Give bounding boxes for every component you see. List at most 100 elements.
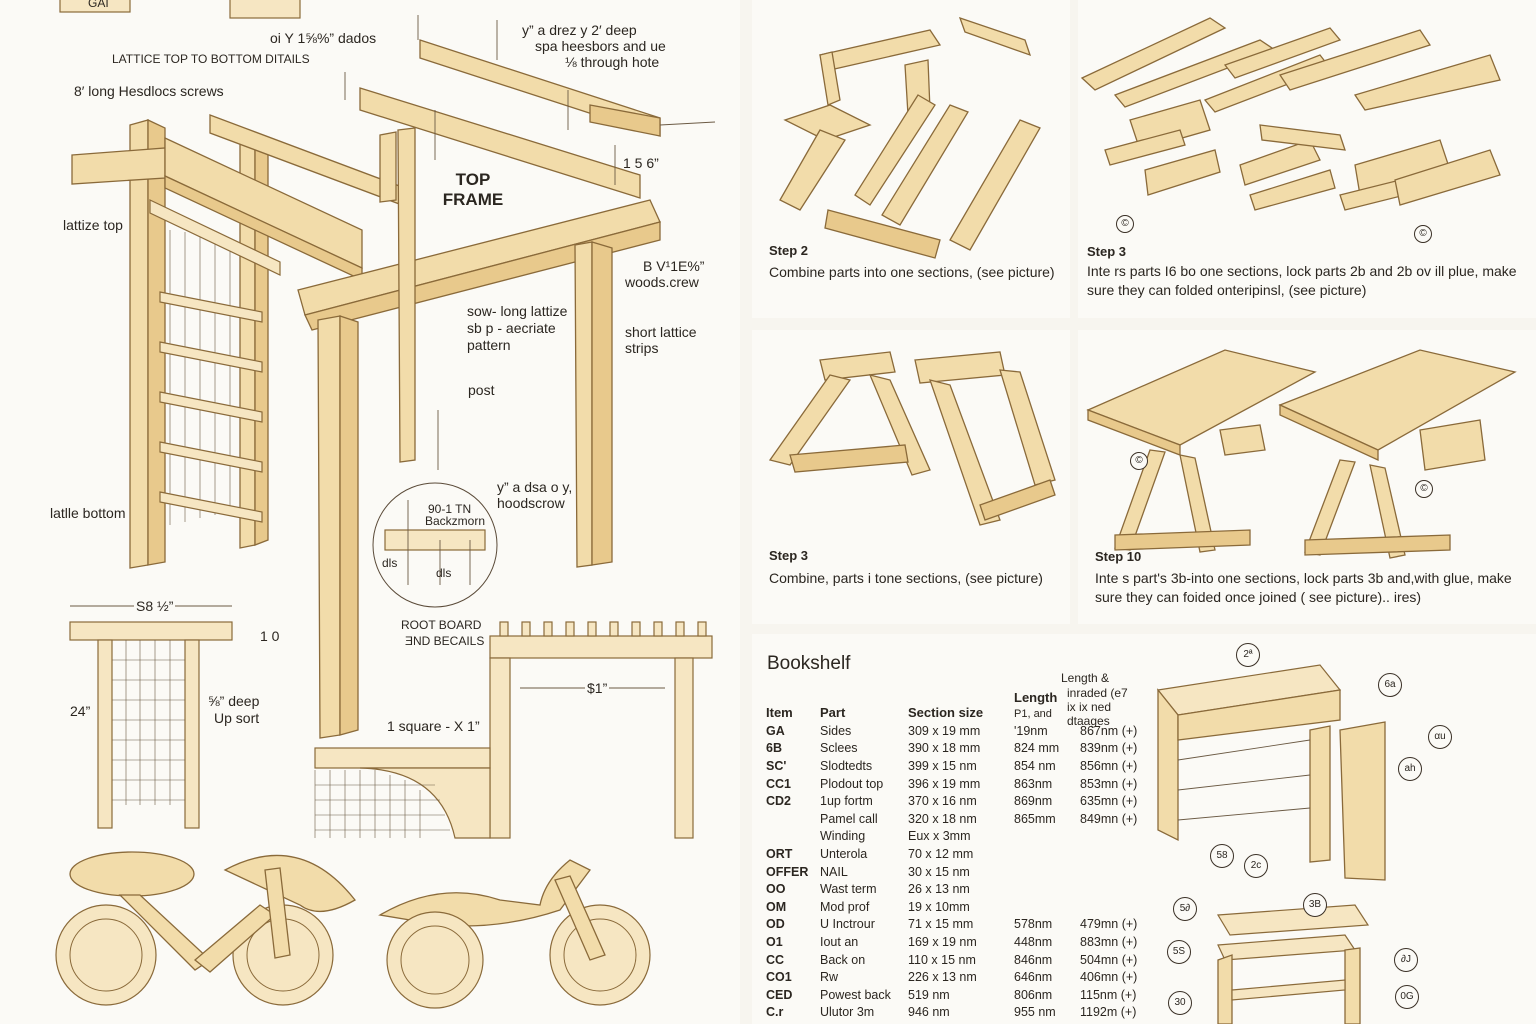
- step-10-text: Inte s part's 3b-into one sections, lock…: [1095, 570, 1512, 605]
- row-length: 863nm: [1014, 776, 1053, 791]
- row-id: OM: [766, 899, 787, 914]
- row-length: [1014, 845, 1080, 863]
- dimension-10: 1 0: [260, 628, 280, 644]
- top-snippet-drawing: [59, 0, 301, 19]
- row-section: 309 x 19 mm: [908, 723, 981, 738]
- root-board-line1: ROOT BOARD: [401, 618, 482, 632]
- row-length: 869nm: [1014, 794, 1053, 809]
- row-length: 824 mm: [1014, 741, 1060, 756]
- upsort-line2: Up sort: [214, 710, 260, 726]
- row-section: 519 nm: [908, 987, 950, 1002]
- part-callout: 0G: [1395, 985, 1419, 1009]
- row-section: 320 x 18 nm: [908, 811, 977, 826]
- row-section: 110 x 15 nm: [908, 952, 976, 967]
- row-part: 1up fortm: [820, 794, 873, 809]
- width-dimension: S8 ½”: [134, 598, 176, 615]
- row-length: 846nm: [1014, 952, 1053, 967]
- step-3-title: Step 3: [1087, 244, 1127, 259]
- lattice-elevation-drawing: [69, 605, 233, 829]
- row-part: Ulutor 3m: [820, 1005, 875, 1020]
- row-id: 6B: [766, 741, 782, 756]
- dimension-158: 1 5 6”: [623, 155, 659, 171]
- row-length2: 839nm (+): [1080, 741, 1138, 756]
- hoodscrew-line2: hoodscrow: [497, 495, 565, 511]
- length2-header-line2: inraded (e7: [1067, 686, 1128, 700]
- step-10-title: Step 10: [1095, 549, 1142, 564]
- part-callout: ah: [1398, 757, 1422, 781]
- row-length: '19nm: [1014, 723, 1048, 738]
- step-3-parts-drawing: [1080, 17, 1501, 211]
- part-callout: 6a: [1378, 673, 1402, 697]
- pergola-drawing: [71, 15, 716, 739]
- row-length: 854 nm: [1014, 758, 1056, 773]
- part-callout: ∂J: [1394, 948, 1418, 972]
- row-id: OO: [766, 882, 786, 897]
- row-id: OD: [766, 917, 785, 932]
- row-section: 390 x 18 mm: [908, 741, 981, 756]
- deep-note-line3: ⅛ through hote: [565, 54, 660, 70]
- row-part: Pamel call: [820, 811, 878, 826]
- row-length: 646nm: [1014, 970, 1053, 985]
- row-section: 169 x 19 nm: [908, 934, 977, 949]
- step-3b-drawing: [768, 351, 1056, 526]
- row-length2: [1080, 845, 1141, 863]
- row-length2: 406mn (+): [1080, 970, 1138, 985]
- row-part: Plodout top: [820, 776, 884, 791]
- hoodscrew-line1: y” a dsa o y,: [497, 479, 573, 495]
- row-length: 578nm: [1014, 917, 1053, 932]
- row-length: 865mm: [1014, 811, 1056, 826]
- row-section: 26 x 13 nm: [908, 882, 970, 897]
- lattice-top-label: lattize top: [63, 217, 123, 233]
- row-length: [1014, 863, 1080, 881]
- row-section: 370 x 16 nm: [908, 794, 977, 809]
- screw-right-line2: woods.crew: [625, 274, 699, 290]
- row-length2: 115nm (+): [1080, 987, 1137, 1002]
- row-part: Unterola: [820, 846, 868, 861]
- figure-number: ©: [1130, 452, 1148, 470]
- row-length2: [1080, 863, 1141, 881]
- row-length: [1014, 828, 1080, 846]
- row-part: Mod prof: [820, 899, 870, 914]
- screws-note: 8′ long Hesdlocs screws: [74, 83, 224, 99]
- row-length: 955 nm: [1014, 1005, 1056, 1020]
- row-id: [766, 810, 820, 828]
- length2-header-line3: ix ix ned: [1067, 700, 1112, 714]
- figure-number: ©: [1414, 225, 1432, 243]
- row-length: [1014, 898, 1080, 916]
- row-id: GA: [766, 723, 785, 738]
- lattice-bottom-label: latlle bottom: [50, 505, 126, 521]
- row-id: O1: [766, 934, 783, 949]
- part-callout: αu: [1428, 725, 1452, 749]
- detail-right: dls: [436, 566, 452, 580]
- step-3b-text: Combine, parts i tone sections, (see pic…: [769, 570, 1043, 586]
- span-dimension: $1”: [585, 680, 610, 697]
- row-part: U Inctrour: [820, 917, 875, 932]
- row-length2: 883mn (+): [1080, 934, 1138, 949]
- root-board-line2: ƎND BECAILS: [405, 634, 485, 648]
- short-lattice-line2: strips: [625, 340, 659, 356]
- header-length2: [1080, 690, 1141, 722]
- row-section: 946 nm: [908, 1005, 950, 1020]
- balance-bike-drawings: [55, 851, 651, 1009]
- bookshelf-title: Bookshelf: [767, 653, 851, 674]
- row-part: NAIL: [820, 864, 848, 879]
- top-snippet-label: GAI: [88, 0, 109, 10]
- row-length2: [1080, 898, 1141, 916]
- row-part: Iout an: [820, 934, 859, 949]
